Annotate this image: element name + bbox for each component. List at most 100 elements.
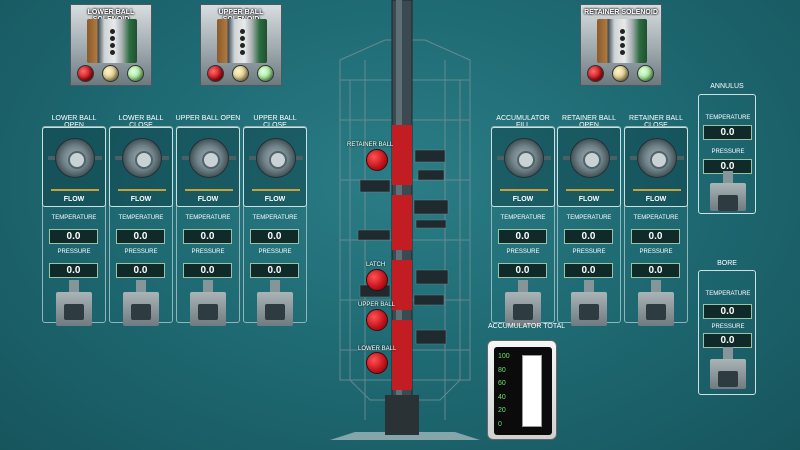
retainer-ball-label: RETAINER BALL	[347, 142, 394, 148]
flow-label: FLOW	[197, 196, 219, 203]
pressure-value: 0.0	[49, 263, 98, 278]
temp-value: 0.0	[564, 229, 613, 244]
temp-label: TEMPERATURE	[566, 215, 612, 221]
valve-icon	[563, 138, 617, 178]
flow-indicator-line	[566, 189, 614, 191]
annulus-title: ANNULUS	[710, 83, 744, 90]
temp-label: TEMPERATURE	[51, 215, 97, 221]
temp-value: 0.0	[250, 229, 299, 244]
sensor-upper-ball-open	[190, 280, 226, 326]
temp-value: 0.0	[498, 229, 547, 244]
sensor-lower-ball-close	[123, 280, 159, 326]
solenoid-title: RETAINER SOLENOID	[584, 9, 658, 16]
bore-pressure-label: PRESSURE	[711, 324, 745, 330]
valve-icon	[497, 138, 551, 178]
flow-panel-lower-ball-close[interactable]: FLOW	[109, 127, 173, 207]
gauge-tick-label: 80	[498, 366, 506, 374]
gauge-tick-label: 40	[498, 393, 506, 401]
valve-label-retainer-ball-close: RETAINER BALL CLOSE	[629, 115, 683, 129]
temp-value: 0.0	[631, 229, 680, 244]
temp-value: 0.0	[116, 229, 165, 244]
valve-label-lower-ball-close: LOWER BALL CLOSE	[118, 115, 164, 129]
pressure-label: PRESSURE	[57, 249, 91, 255]
pressure-value: 0.0	[250, 263, 299, 278]
gauge-tick-label: 60	[498, 380, 506, 387]
amber-lamp[interactable]	[232, 65, 249, 82]
green-lamp[interactable]	[257, 65, 274, 82]
gauge-tick-label: 0	[498, 420, 502, 428]
accumulator-title: ACCUMULATOR TOTAL	[488, 323, 566, 330]
bore-temp-value: 0.0	[703, 304, 752, 319]
pressure-value: 0.0	[498, 263, 547, 278]
valve-label-upper-ball-open: UPPER BALL OPEN	[175, 115, 241, 122]
accumulator-level-tube	[522, 355, 542, 427]
retainer-ball-indicator[interactable]	[366, 149, 388, 171]
flow-indicator-line	[633, 189, 681, 191]
flow-panel-accumulator-fill[interactable]: FLOW	[491, 127, 555, 207]
green-lamp[interactable]	[127, 65, 144, 82]
bore-temp-label: TEMPERATURE	[705, 291, 751, 297]
upper-ball-solenoid: UPPER BALL SOLENOID	[200, 4, 282, 86]
lower-ball-indicator[interactable]	[366, 352, 388, 374]
solenoid-body	[87, 19, 137, 63]
bore-pressure-value: 0.0	[703, 333, 752, 348]
valve-label-lower-ball-open: LOWER BALL OPEN	[51, 115, 97, 129]
bore-title: BORE	[717, 260, 737, 267]
upper-ball-indicator[interactable]	[366, 309, 388, 331]
pressure-label: PRESSURE	[639, 249, 673, 255]
annulus-sensor	[710, 171, 746, 211]
temp-label: TEMPERATURE	[118, 215, 164, 221]
bore-sensor	[710, 347, 746, 389]
flow-indicator-line	[500, 189, 548, 191]
flow-panel-upper-ball-close[interactable]: FLOW	[243, 127, 307, 207]
flow-label: FLOW	[63, 196, 85, 203]
sensor-accumulator-fill	[505, 280, 541, 326]
wellhead-tree: RETAINER BALL LATCH UPPER BALL LOWER BAL…	[330, 0, 480, 450]
pressure-label: PRESSURE	[506, 249, 540, 255]
sensor-upper-ball-close	[257, 280, 293, 326]
annulus-panel: TEMPERATURE 0.0 PRESSURE 0.0	[698, 94, 756, 214]
temp-label: TEMPERATURE	[185, 215, 231, 221]
valve-label-retainer-ball-open: RETAINER BALL OPEN	[562, 115, 616, 129]
pressure-label: PRESSURE	[191, 249, 225, 255]
accumulator-gauge: 100 80 60 40 20 0	[487, 340, 557, 440]
annulus-temp-label: TEMPERATURE	[705, 115, 751, 121]
pressure-value: 0.0	[564, 263, 613, 278]
solenoid-body	[217, 19, 267, 63]
sensor-lower-ball-open	[56, 280, 92, 326]
flow-panel-retainer-ball-open[interactable]: FLOW	[557, 127, 621, 207]
latch-label: LATCH	[366, 262, 386, 268]
valve-icon	[115, 138, 169, 178]
annulus-pressure-label: PRESSURE	[711, 149, 745, 155]
flow-label: FLOW	[264, 196, 286, 203]
valve-label-accumulator-fill: ACCUMULATOR FILL	[496, 115, 550, 129]
temp-label: TEMPERATURE	[500, 215, 546, 221]
valve-icon	[182, 138, 236, 178]
red-lamp[interactable]	[587, 65, 604, 82]
retainer-solenoid: RETAINER SOLENOID	[580, 4, 662, 86]
pressure-value: 0.0	[116, 263, 165, 278]
sensor-retainer-ball-close	[638, 280, 674, 326]
gauge-tick-label: 100	[498, 353, 510, 360]
gauge-tick-label: 20	[498, 407, 506, 414]
amber-lamp[interactable]	[612, 65, 629, 82]
upper-ball-label: UPPER BALL	[358, 302, 396, 308]
green-lamp[interactable]	[637, 65, 654, 82]
latch-indicator[interactable]	[366, 269, 388, 291]
valve-icon	[249, 138, 303, 178]
pressure-value: 0.0	[631, 263, 680, 278]
flow-panel-retainer-ball-close[interactable]: FLOW	[624, 127, 688, 207]
pressure-label: PRESSURE	[572, 249, 606, 255]
valve-icon	[48, 138, 102, 178]
red-lamp[interactable]	[77, 65, 94, 82]
amber-lamp[interactable]	[102, 65, 119, 82]
flow-indicator-line	[185, 189, 233, 191]
valve-label-upper-ball-close: UPPER BALL CLOSE	[253, 115, 297, 129]
annulus-temp-value: 0.0	[703, 125, 752, 140]
flow-label: FLOW	[578, 196, 600, 203]
flow-indicator-line	[252, 189, 300, 191]
flow-indicator-line	[118, 189, 166, 191]
flow-panel-lower-ball-open[interactable]: FLOW	[42, 127, 106, 207]
flow-panel-upper-ball-open[interactable]: FLOW	[176, 127, 240, 207]
red-lamp[interactable]	[207, 65, 224, 82]
